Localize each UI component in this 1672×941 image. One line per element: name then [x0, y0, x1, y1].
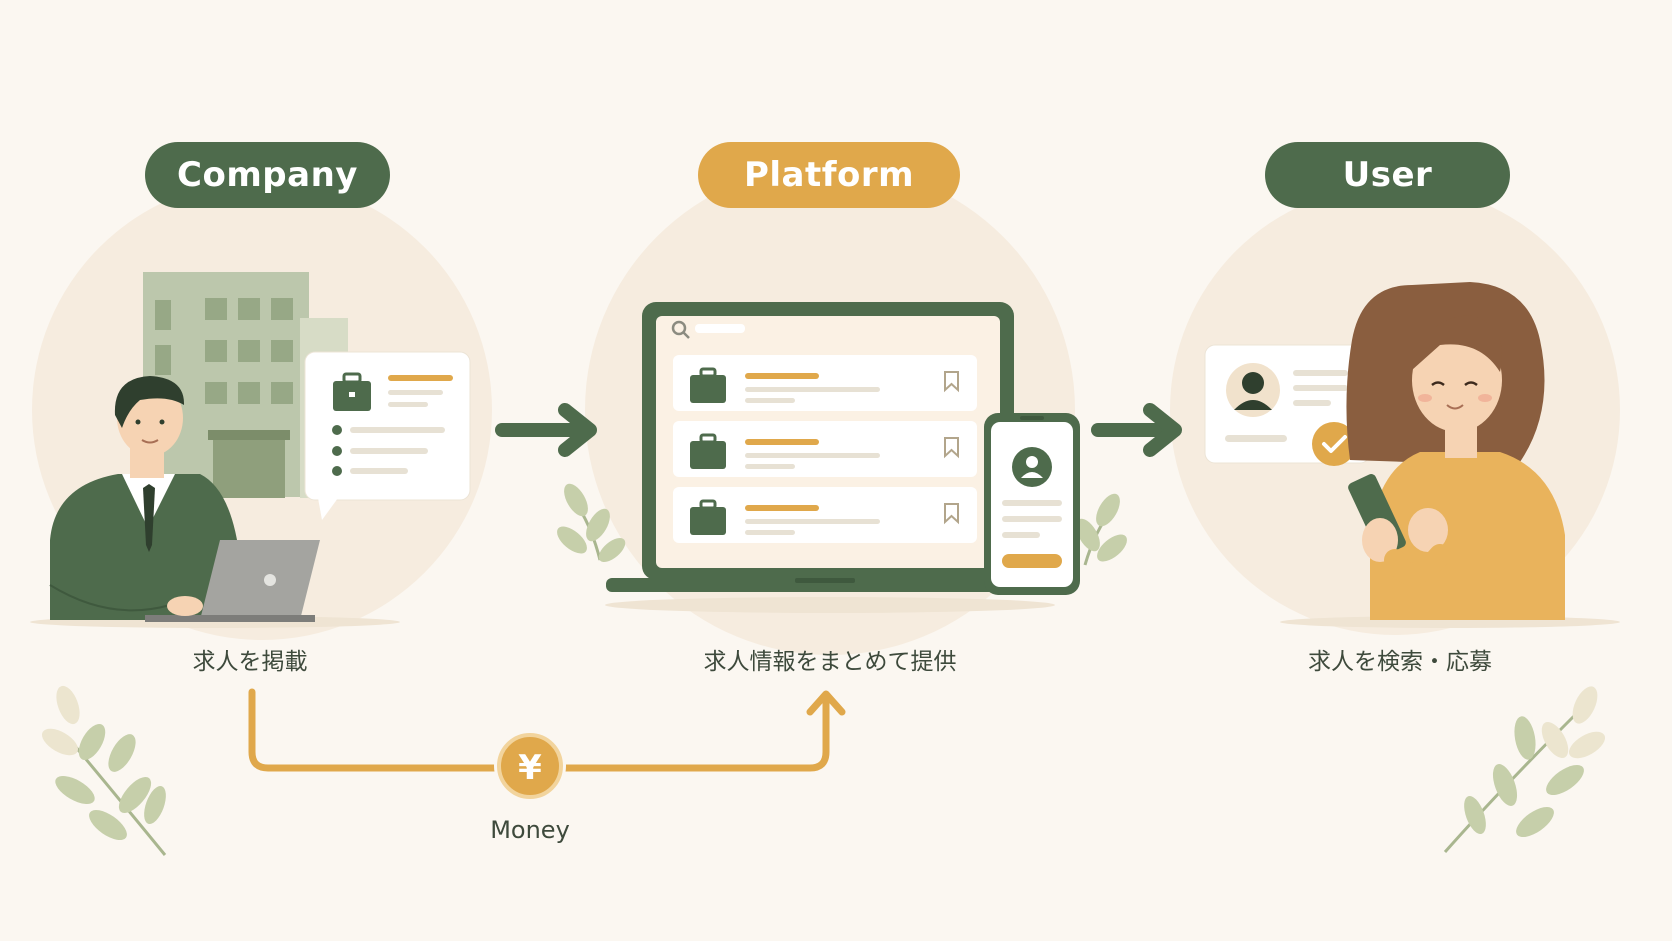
listing-row: [673, 487, 977, 543]
checkmark-icon: [1312, 422, 1356, 466]
yen-symbol: ¥: [518, 748, 542, 788]
person-icon: [1226, 363, 1280, 417]
search-icon: [671, 320, 690, 339]
arrow-platform-to-user: [1091, 403, 1182, 457]
bookmark-icon: [944, 503, 959, 525]
leaf-icon: [1076, 493, 1127, 566]
company-label: Company: [145, 142, 390, 208]
woman-illustration: [1346, 282, 1565, 620]
platform-label: Platform: [698, 142, 960, 208]
bookmark-icon: [944, 371, 959, 393]
listing-row: [673, 421, 977, 477]
yen-coin-icon: ¥: [494, 730, 566, 802]
person-icon: [1012, 447, 1052, 487]
bookmark-icon: [944, 437, 959, 459]
money-label: Money: [490, 816, 570, 844]
leaf-icon: [41, 685, 167, 856]
leaf-icon: [1443, 686, 1606, 853]
briefcase-icon: [333, 372, 371, 411]
profile-card: [1204, 344, 1371, 466]
leaf-icon: [557, 483, 626, 562]
company-caption: 求人を掲載: [192, 649, 308, 675]
job-post-card: [304, 351, 471, 520]
businessman-illustration: [49, 376, 240, 620]
laptop-icon: [145, 540, 320, 622]
user-label: User: [1265, 142, 1510, 208]
smartphone-icon: [984, 413, 1080, 595]
platform-ground: [605, 597, 1055, 613]
platform-caption: 求人情報をまとめて提供: [703, 649, 957, 675]
money-flow-arrowhead: [806, 690, 846, 716]
listing-row: [673, 355, 977, 411]
laptop-screen: [606, 302, 1014, 592]
arrow-company-to-platform: [495, 403, 597, 457]
user-caption: 求人を検索・応募: [1308, 649, 1492, 675]
